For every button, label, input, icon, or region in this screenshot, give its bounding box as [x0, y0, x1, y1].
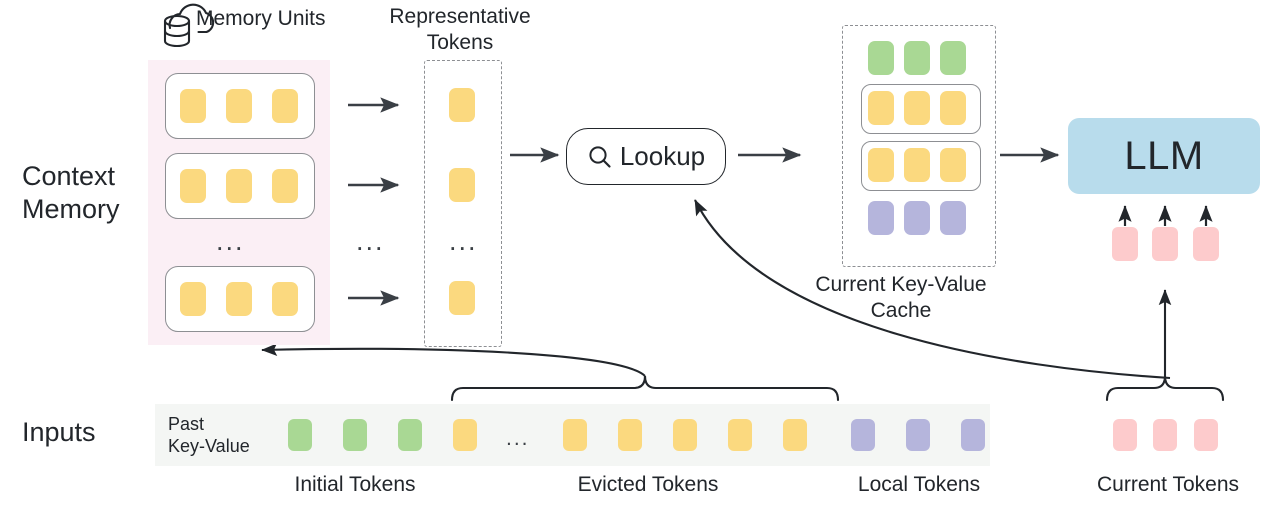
current-kv-cache-box — [842, 25, 996, 267]
input-token-current — [1153, 419, 1177, 451]
memory-token — [226, 89, 252, 123]
input-token-evicted — [728, 419, 752, 451]
representative-tokens-box — [424, 60, 502, 347]
cache-retrieved-unit-2 — [861, 141, 981, 191]
llm-node[interactable]: LLM — [1068, 118, 1260, 194]
representative-token-1 — [449, 88, 475, 122]
cache-token-initial — [904, 41, 930, 75]
cache-token-retrieved — [904, 148, 930, 182]
memory-token — [272, 282, 298, 316]
memory-token — [272, 169, 298, 203]
input-token-local — [961, 419, 985, 451]
memory-token — [180, 89, 206, 123]
input-token-evicted — [453, 419, 477, 451]
row-label-context-memory: Context Memory — [22, 161, 120, 224]
input-token-evicted — [673, 419, 697, 451]
input-token-local — [851, 419, 875, 451]
heading-representative-tokens: Representative Tokens — [389, 5, 531, 54]
input-token-current — [1113, 419, 1137, 451]
representative-token-2 — [449, 168, 475, 202]
input-token-initial — [398, 419, 422, 451]
evicted-to-context-memory-arrow — [261, 343, 646, 377]
caption-initial-tokens: Initial Tokens — [294, 473, 416, 496]
evicted-tokens-brace — [450, 375, 840, 402]
representative-tokens-ellipsis: ... — [449, 226, 478, 256]
input-token-local — [906, 419, 930, 451]
llm-input-token — [1112, 227, 1138, 261]
row-label-inputs: Inputs — [22, 417, 96, 447]
llm-label: LLM — [1124, 133, 1204, 178]
input-tokens-ellipsis: ... — [506, 427, 530, 450]
cache-token-retrieved — [940, 91, 966, 125]
current-tokens-brace — [1105, 375, 1225, 402]
arrows-ellipsis: ... — [356, 226, 385, 256]
memory-unit-1[interactable] — [165, 73, 315, 139]
memory-unit-3[interactable] — [165, 266, 315, 332]
caption-local-tokens: Local Tokens — [857, 473, 981, 496]
search-icon — [589, 145, 611, 168]
heading-current-kv-cache: Current Key-Value Cache — [815, 273, 987, 322]
input-token-evicted — [563, 419, 587, 451]
input-token-evicted — [618, 419, 642, 451]
lookup-label: Lookup — [619, 141, 706, 171]
memory-token — [226, 282, 252, 316]
input-token-current — [1194, 419, 1218, 451]
llm-input-token — [1193, 227, 1219, 261]
cache-token-retrieved — [868, 91, 894, 125]
cache-token-retrieved — [904, 91, 930, 125]
representative-token-3 — [449, 281, 475, 315]
cache-token-initial — [868, 41, 894, 75]
cache-token-local — [868, 201, 894, 235]
current-token-to-llm-arrows — [1118, 205, 1213, 226]
lookup-node[interactable]: Lookup — [566, 128, 726, 185]
heading-memory-units: Memory Units — [196, 7, 326, 30]
cache-token-local — [940, 201, 966, 235]
cache-retrieved-unit-1 — [861, 84, 981, 134]
cache-token-local — [904, 201, 930, 235]
input-token-initial — [343, 419, 367, 451]
memory-token — [226, 169, 252, 203]
memory-unit-2[interactable] — [165, 153, 315, 219]
cache-token-retrieved — [868, 148, 894, 182]
cache-token-initial — [940, 41, 966, 75]
input-token-evicted — [783, 419, 807, 451]
memory-token — [180, 282, 206, 316]
memory-units-ellipsis: ... — [216, 226, 245, 256]
past-key-value-label: Past Key-Value — [168, 414, 250, 456]
caption-current-tokens: Current Tokens — [1096, 473, 1240, 496]
llm-input-token — [1152, 227, 1178, 261]
memory-token — [180, 169, 206, 203]
memory-token — [272, 89, 298, 123]
input-token-initial — [288, 419, 312, 451]
cache-token-retrieved — [940, 148, 966, 182]
caption-evicted-tokens: Evicted Tokens — [577, 473, 719, 496]
unit-to-rep-arrows — [348, 97, 400, 306]
